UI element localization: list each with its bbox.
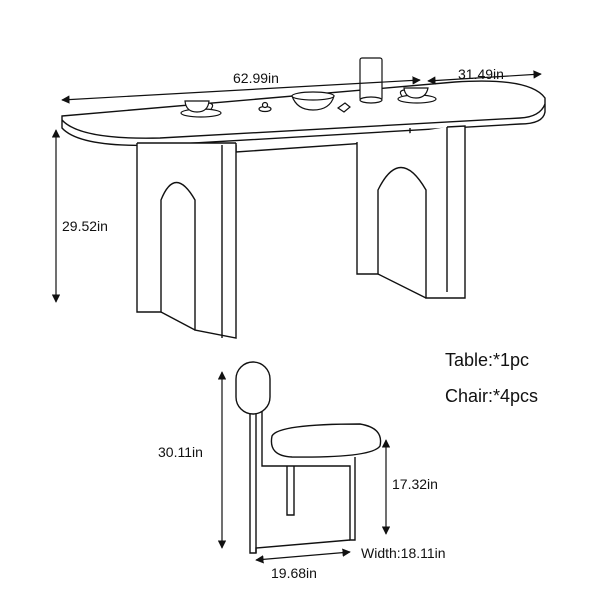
table-depth-label: 31.49in	[458, 66, 504, 82]
table-leg-back	[221, 127, 448, 338]
vase	[359, 57, 383, 101]
chair-legs	[261, 455, 356, 541]
table-top	[61, 80, 546, 147]
table-top-edge	[61, 103, 546, 139]
chair-back-cushion	[235, 361, 271, 415]
dining-chair	[235, 361, 382, 554]
chair-depth-arrow	[255, 548, 351, 564]
table-length-label: 62.99in	[233, 70, 279, 86]
table-dimension-lines	[51, 70, 542, 303]
table-quantity: Table:*1pc	[445, 350, 530, 370]
chair-quantity: Chair:*4pcs	[445, 386, 539, 406]
table-height-label: 29.52in	[62, 218, 108, 234]
chair-height-label: 30.11in	[158, 444, 203, 460]
dining-table	[61, 80, 546, 339]
chair-dimension-lines	[217, 371, 391, 564]
chair-width-label: Width:18.11in	[361, 545, 446, 561]
table-leg-front-left	[136, 143, 237, 339]
table-length-arrow	[61, 76, 421, 104]
table-depth-arrow	[427, 70, 542, 85]
chair-back-frame	[249, 388, 257, 554]
chair-seat	[270, 423, 382, 458]
chair-seat-height-label: 17.32in	[392, 476, 438, 492]
chair-depth-label: 19.68in	[271, 565, 317, 581]
table-leg-front-right	[356, 125, 466, 299]
